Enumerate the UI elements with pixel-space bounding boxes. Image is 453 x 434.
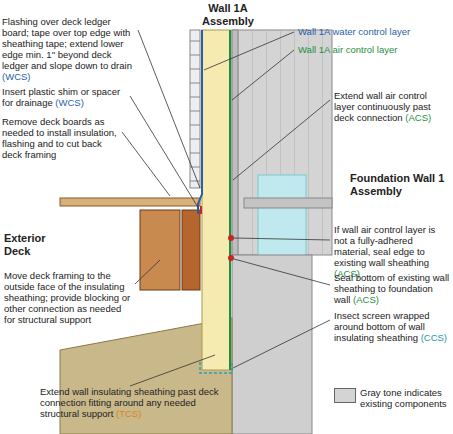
- area-label: Exterior Deck: [4, 232, 64, 258]
- floor-framing: [244, 198, 332, 208]
- insect-screen: [200, 362, 232, 373]
- air-control-layer: [229, 30, 231, 370]
- foundation-wall: [232, 255, 312, 434]
- sealant: [228, 235, 234, 241]
- legend-text: Gray tone indicates existing components: [360, 387, 450, 409]
- callout-note: Extend wall insulating sheathing past de…: [40, 386, 230, 419]
- insulating-sheathing: [202, 30, 230, 370]
- area-label: Foundation Wall 1 Assembly: [350, 172, 450, 198]
- siding: [190, 30, 200, 188]
- deck-joist: [140, 210, 180, 290]
- plastic-shim: [200, 206, 202, 214]
- water-control-layer: [201, 30, 203, 195]
- deck-ledger: [182, 210, 200, 290]
- layer-label: Wall 1A water control layer: [298, 26, 450, 37]
- callout-note: Insect screen wrapped around bottom of w…: [334, 310, 450, 343]
- callout-note: Move deck framing to the outside face of…: [4, 270, 134, 325]
- flashing: [198, 186, 202, 214]
- existing-sheathing: [232, 30, 238, 255]
- callout-note: Extend wall air control layer continuous…: [334, 90, 450, 123]
- callout-note: Seal bottom of existing wall sheathing t…: [334, 272, 450, 305]
- leader-lines: [122, 30, 330, 386]
- callout-note: If wall air control layer is not a fully…: [334, 224, 450, 279]
- callout-note: Insert plastic shim or spacer for draina…: [2, 86, 128, 108]
- callout-note: Flashing over deck ledger board; tape ov…: [2, 16, 136, 82]
- legend-swatch: [334, 388, 356, 403]
- callout-note: Remove deck boards as needed to install …: [2, 116, 120, 160]
- assembly-title: Wall 1A Assembly: [196, 2, 260, 28]
- sealant: [228, 255, 234, 261]
- layer-label: Wall 1A air control layer: [298, 44, 450, 55]
- siding-laps: [190, 30, 200, 188]
- deck-boards: [60, 198, 200, 206]
